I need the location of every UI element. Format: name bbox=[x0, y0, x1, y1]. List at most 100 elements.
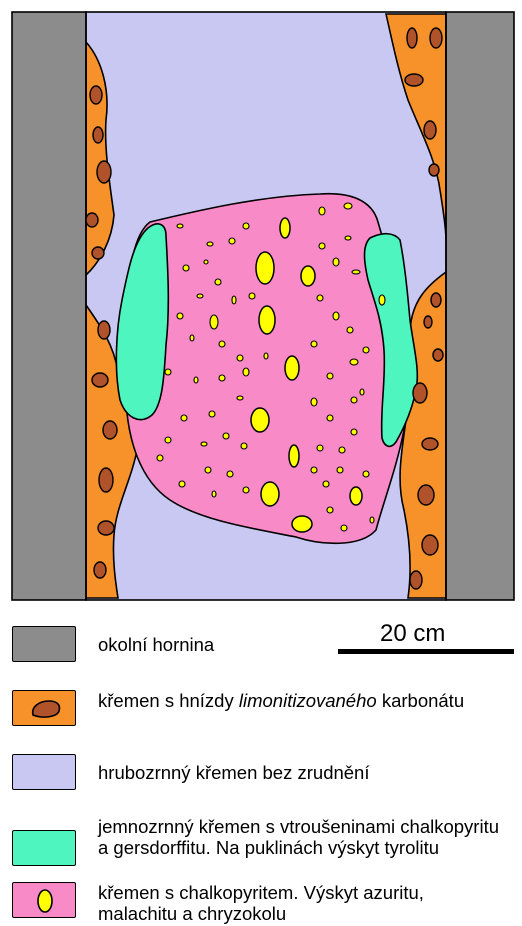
ore-grain bbox=[181, 415, 187, 421]
limonitized-nest bbox=[92, 373, 108, 387]
ore-grain bbox=[212, 491, 216, 497]
ore-grain bbox=[237, 396, 243, 400]
ore-grain bbox=[259, 306, 275, 334]
ore-grain bbox=[323, 481, 329, 487]
ore-grain bbox=[210, 315, 218, 329]
legend-item-chalcopyrite-quartz: křemen s chalkopyritem. Výskyt azuritu, … bbox=[12, 882, 508, 924]
ore-grain bbox=[317, 295, 323, 301]
limonitized-nest bbox=[94, 562, 106, 578]
ore-grain bbox=[237, 355, 243, 361]
ore-grain bbox=[165, 369, 171, 375]
ore-grain bbox=[179, 481, 185, 487]
ore-grain bbox=[157, 455, 163, 461]
ore-grain bbox=[347, 327, 353, 333]
ore-grain bbox=[327, 507, 333, 513]
legend-item-host-rock: okolní hornina bbox=[12, 626, 498, 662]
ore-grain bbox=[311, 398, 317, 406]
legend-item-coarse-quartz: hrubozrnný křemen bez zrudnění bbox=[12, 754, 498, 790]
ore-grain bbox=[251, 408, 269, 432]
ore-grain bbox=[292, 516, 312, 532]
ore-grain bbox=[232, 296, 236, 304]
legend-item-quartz-carbonate: křemen s hnízdy limonitizovaného karboná… bbox=[12, 690, 498, 726]
ore-grain bbox=[370, 517, 374, 523]
legend-label-quartz-carbonate-italic: limonitizovaného bbox=[239, 690, 377, 711]
ore-grain bbox=[215, 279, 221, 285]
ore-grain bbox=[317, 445, 323, 451]
ore-grain bbox=[352, 270, 360, 274]
limonitized-nest bbox=[422, 438, 438, 450]
ore-grain bbox=[311, 341, 317, 347]
limonitized-nest bbox=[97, 161, 111, 183]
ore-grain bbox=[197, 294, 203, 298]
ore-grain bbox=[311, 467, 317, 473]
limonitized-nest bbox=[92, 247, 104, 259]
ore-grain bbox=[360, 389, 364, 395]
limonitized-nest bbox=[424, 316, 432, 328]
quartz-carbonate-swatch bbox=[12, 690, 76, 726]
ore-grain bbox=[350, 487, 362, 505]
ore-grain bbox=[363, 471, 369, 477]
ore-grain bbox=[204, 260, 208, 264]
limonitized-nest bbox=[430, 28, 442, 48]
fine-quartz-swatch bbox=[12, 830, 76, 866]
limonitized-nest bbox=[98, 321, 110, 339]
ore-grain bbox=[243, 223, 249, 229]
ore-grain bbox=[209, 411, 215, 417]
ore-grain bbox=[183, 265, 189, 271]
limonitized-nest bbox=[407, 28, 417, 48]
ore-grain bbox=[243, 368, 249, 376]
ore-grain bbox=[207, 242, 213, 246]
ore-grain bbox=[319, 207, 325, 215]
host-rock-right bbox=[446, 12, 514, 600]
chalcopyrite-quartz-swatch bbox=[12, 882, 76, 918]
limonitized-nest bbox=[99, 468, 113, 492]
ore-grain bbox=[280, 218, 290, 238]
limonitized-nest bbox=[90, 86, 102, 104]
legend-label-quartz-carbonate-post: karbonátu bbox=[377, 690, 464, 711]
ore-grain bbox=[327, 415, 333, 421]
limonitized-nest bbox=[410, 571, 422, 589]
limonitized-nest bbox=[429, 164, 439, 176]
ore-grain bbox=[285, 356, 299, 380]
legend-item-fine-quartz: jemnozrnný křemen s vtroušeninami chalko… bbox=[12, 816, 508, 866]
ore-grain bbox=[264, 353, 268, 359]
limonitized-nest bbox=[433, 349, 443, 361]
legend-label-host-rock: okolní hornina bbox=[98, 626, 498, 655]
ore-grain bbox=[351, 397, 357, 403]
ore-grain bbox=[341, 525, 347, 531]
host-rock-swatch bbox=[12, 626, 76, 662]
ore-grain bbox=[339, 447, 345, 453]
ore-grain bbox=[177, 224, 183, 228]
legend-label-chalcopyrite-quartz: křemen s chalkopyritem. Výskyt azuritu, … bbox=[98, 882, 508, 924]
ore-grain bbox=[333, 258, 339, 266]
limonitized-nest bbox=[431, 293, 441, 307]
legend-label-fine-quartz: jemnozrnný křemen s vtroušeninami chalko… bbox=[98, 816, 508, 858]
ore-grain bbox=[256, 252, 274, 284]
ore-grain bbox=[345, 236, 351, 240]
ore-grain bbox=[219, 341, 225, 347]
limonitized-nest bbox=[86, 213, 98, 227]
ore-grain bbox=[319, 243, 325, 249]
ore-grain bbox=[165, 437, 171, 443]
ore-grain bbox=[379, 295, 385, 305]
limonitized-nest bbox=[98, 521, 114, 535]
limonitized-nest bbox=[418, 485, 434, 505]
ore-grain bbox=[223, 433, 229, 439]
ore-grain bbox=[219, 375, 225, 381]
legend-label-quartz-carbonate-pre: křemen s hnízdy bbox=[98, 690, 239, 711]
ore-grain bbox=[227, 471, 233, 477]
host-rock-left bbox=[12, 12, 86, 600]
ore-grain bbox=[241, 443, 247, 449]
limonitized-nest bbox=[422, 535, 438, 555]
ore-grain bbox=[327, 373, 333, 379]
limonitized-nest bbox=[424, 121, 436, 139]
legend-label-quartz-carbonate: křemen s hnízdy limonitizovaného karboná… bbox=[98, 690, 498, 711]
ore-grain bbox=[351, 429, 357, 435]
ore-grain bbox=[344, 203, 352, 209]
ore-grain bbox=[289, 445, 299, 467]
ore-grain bbox=[190, 335, 194, 341]
ore-grain bbox=[201, 442, 207, 446]
limonitized-nest-icon bbox=[13, 691, 77, 727]
ore-grain bbox=[249, 293, 255, 299]
limonitized-nest bbox=[93, 127, 103, 143]
